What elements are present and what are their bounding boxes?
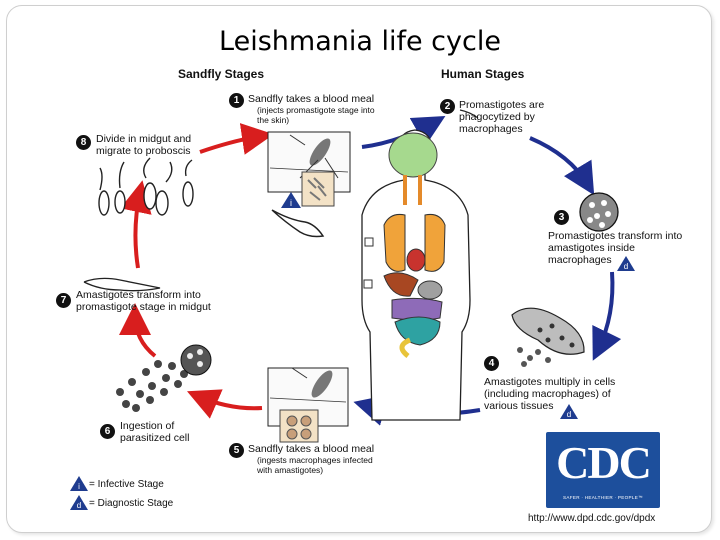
svg-text:i: i [290,198,292,208]
stage-8-label: 8 Divide in midgut and migrate to probos… [76,133,206,157]
ingested-parasitized-cells [116,344,212,412]
stage-3-label: 3 Promastigotes transform into amastigot… [548,210,683,266]
sandfly-stages-header: Sandfly Stages [178,67,265,81]
tissue-amastigotes [511,307,585,367]
diagnostic-legend-label: = Diagnostic Stage [89,498,174,509]
promastigote-cell-1 [271,209,325,238]
stage-7-label: 7 Amastigotes transform into promastigot… [56,289,236,313]
diagnostic-legend-icon [70,495,88,510]
sandfly-feeding-illustration-top [267,131,351,207]
arrow-8-to-1 [199,123,274,155]
svg-text:i: i [78,482,80,491]
macrophage-with-amastigotes [579,192,619,232]
arrow-6-to-7 [119,303,157,358]
promastigote-cell-2 [459,109,479,119]
arrow-7-to-8 [120,180,152,269]
sandfly-stage-arrows [119,123,274,419]
arrow-2-to-3 [529,136,595,196]
infective-stage-badge-1: i [281,192,301,208]
svg-text:d: d [624,262,628,271]
stage-2-label: 2 Promastigotes are phagocytized by macr… [440,99,555,135]
human-stages-header: Human Stages [441,67,525,81]
midgut-promastigotes [98,157,194,216]
sandfly-feeding-illustration-bottom [267,367,349,443]
svg-text:d: d [567,410,571,419]
stage-1-label: 1 Sandfly takes a blood meal (injects pr… [229,93,379,125]
arrow-3-to-4 [592,271,622,361]
infective-legend-label: = Infective Stage [89,479,164,490]
stage-5-label: 5 Sandfly takes a blood meal (ingests ma… [229,443,379,475]
infective-legend-icon [70,476,88,491]
svg-text:d: d [77,501,81,510]
transforming-amastigote [83,277,161,292]
arrow-5-to-6 [187,389,263,419]
page-title: Leishmania life cycle [219,26,501,57]
cdc-logo: CDC SAFER · HEALTHIER · PEOPLE™ [546,432,660,508]
stage-4-label: 4 Amastigotes multiply in cells (includi… [484,356,616,412]
source-url[interactable]: http://www.dpd.cdc.gov/dpdx [528,513,656,524]
human-body-illustration [361,129,471,421]
stage-6-label: 6 Ingestion of parasitized cell [100,420,210,444]
diagnostic-stage-badge-4: d [560,404,578,419]
diagnostic-stage-badge-3: d [617,256,635,271]
